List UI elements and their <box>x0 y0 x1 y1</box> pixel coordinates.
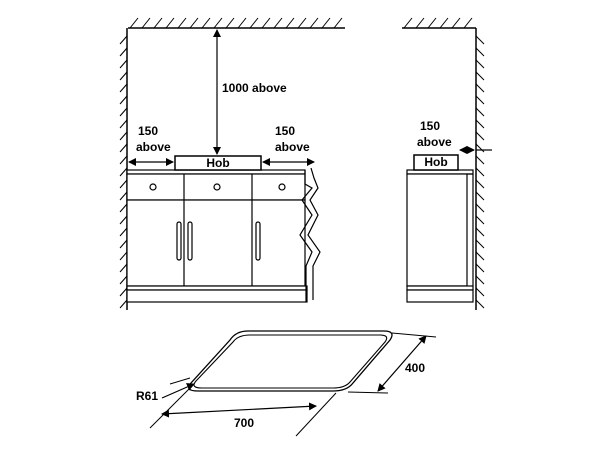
left-clearance-value: 150 <box>138 124 158 138</box>
front-view: Hob 1000 above 150 above 150 above <box>119 17 345 310</box>
height-above-label: 1000 above <box>222 81 287 95</box>
right-clearance-dimension: 150 above <box>262 124 315 166</box>
drawer-knob <box>149 183 157 191</box>
side-ceiling <box>402 17 476 29</box>
side-cabinet <box>406 169 474 303</box>
left-clearance-dimension: 150 above <box>128 124 174 166</box>
door-handle <box>187 221 193 261</box>
cutout-outline-outer <box>188 330 393 392</box>
right-clearance-value: 150 <box>275 124 295 138</box>
drawer-knob <box>278 183 286 191</box>
side-hob: Hob <box>413 154 459 171</box>
door-handle <box>176 221 182 261</box>
depth-label: 400 <box>405 361 425 375</box>
side-right-wall <box>475 28 485 310</box>
width-dimension: 700 <box>149 388 337 437</box>
front-left-wall <box>119 28 128 310</box>
radius-label: R61 <box>136 389 158 403</box>
front-cabinet <box>126 167 321 303</box>
hob-front-label: Hob <box>206 156 229 170</box>
right-clearance-word: above <box>275 140 310 154</box>
side-clearance-value: 150 <box>420 119 440 133</box>
height-dimension: 1000 above <box>213 29 287 155</box>
side-clearance-dimension: 150 above <box>417 119 492 154</box>
side-clearance-word: above <box>417 135 452 149</box>
width-label: 700 <box>234 416 254 430</box>
drawer-knob <box>213 183 221 191</box>
front-hob: Hob <box>174 155 262 171</box>
door-handle <box>255 221 261 261</box>
left-clearance-word: above <box>136 140 171 154</box>
hob-side-label: Hob <box>424 155 447 169</box>
radius-callout: R61 <box>136 377 195 403</box>
cutout-plan: 400 700 R61 <box>136 330 437 437</box>
side-view: Hob 150 above <box>402 17 492 310</box>
front-ceiling <box>128 17 345 29</box>
depth-dimension: 400 <box>347 332 437 394</box>
